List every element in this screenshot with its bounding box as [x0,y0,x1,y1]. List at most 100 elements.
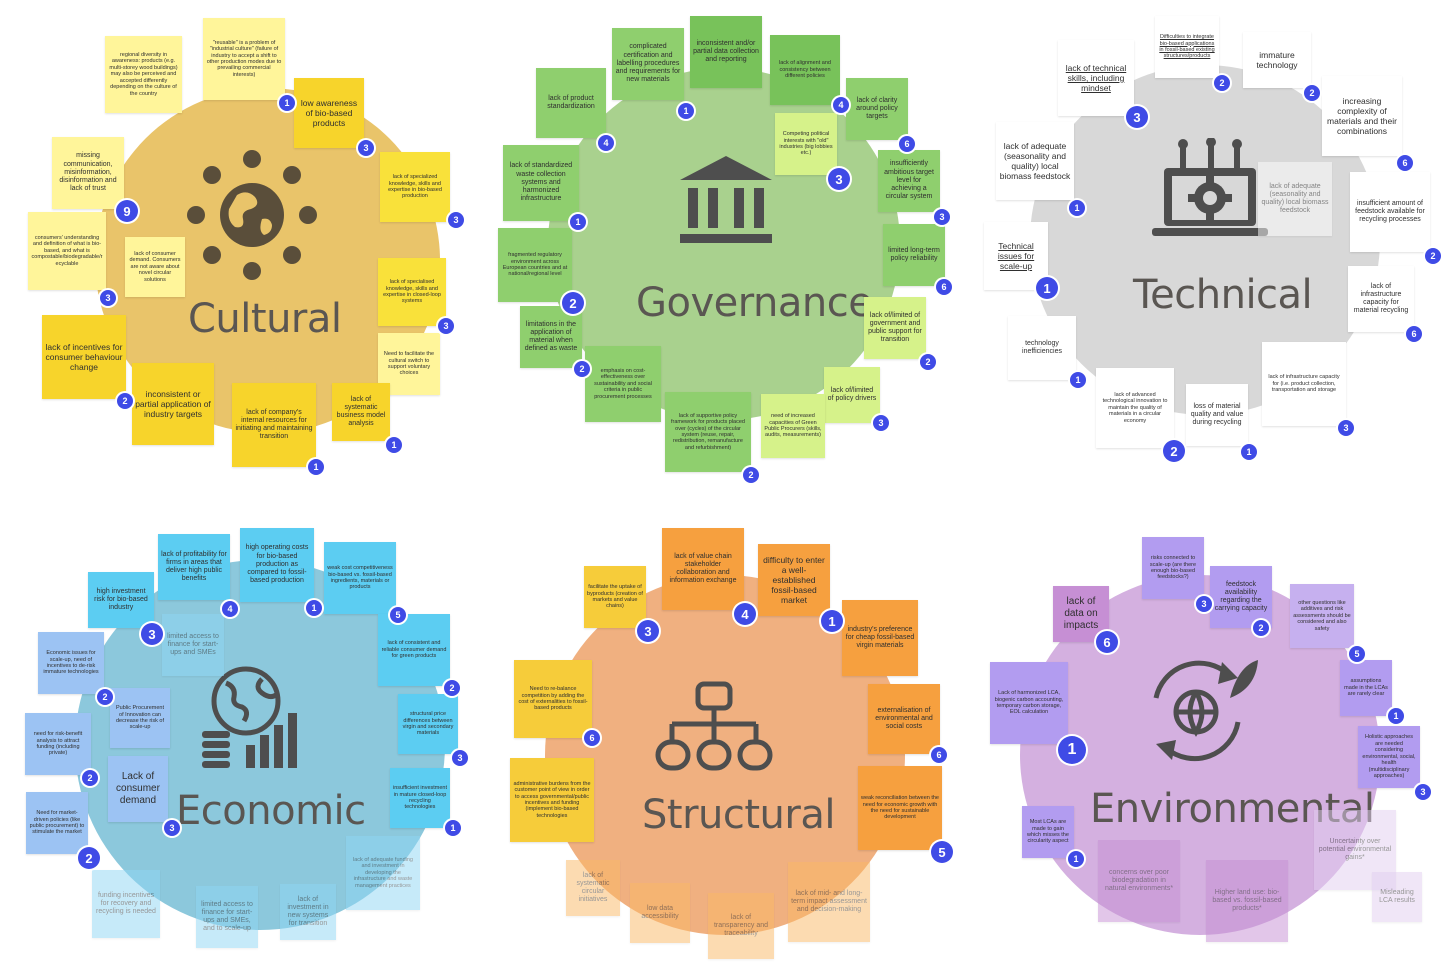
sticky-note[interactable]: inconsistent or partial application of i… [132,363,214,445]
sticky-note[interactable]: lack of adequate (seasonality and qualit… [1258,162,1332,236]
count-badge: 1 [1070,372,1086,388]
laptop-gear-icon [1150,137,1270,248]
sticky-note[interactable]: lack of product standardization [536,68,606,138]
sticky-note[interactable]: administrative burdens from the customer… [510,758,594,842]
sticky-note[interactable]: lack of incentives for consumer behaviou… [42,315,126,399]
sticky-note[interactable]: complicated certification and labelling … [612,28,684,100]
count-badge: 1 [1241,444,1257,460]
sticky-note[interactable]: lack of standardized waste collection sy… [503,145,579,221]
sticky-note[interactable]: lack of infrastructure capacity for mate… [1348,266,1414,332]
sticky-note[interactable]: lack of/limited of policy drivers [824,367,880,423]
sticky-note[interactable]: limited long-term policy reliability [883,224,945,286]
sticky-note[interactable]: technology inefficiencies [1008,316,1076,380]
sticky-note[interactable]: Lack of harmonized LCA, biogenic carbon … [990,662,1068,744]
sticky-note[interactable]: lack of specialized knowledge, skills an… [380,152,450,222]
sticky-note[interactable]: Need to re-balance competition by adding… [514,660,592,738]
sticky-note[interactable]: loss of material quality and value durin… [1186,384,1248,446]
sticky-note[interactable]: low data accessibility [630,883,690,943]
sticky-note[interactable]: limited access to finance for start-ups … [162,614,224,676]
sticky-note[interactable]: lack of alignment and consistency betwee… [770,35,840,105]
sticky-note[interactable]: lack of/limited of government and public… [864,297,926,359]
sticky-note[interactable]: other questions like additives and risk … [1290,584,1354,648]
cultural-title: Cultural [188,296,342,342]
sticky-note[interactable]: high operating costs for bio-based produ… [240,528,314,602]
sticky-note[interactable]: consumers' understanding and definition … [28,212,106,290]
count-badge: 3 [141,623,163,645]
count-badge: 1 [1036,277,1058,299]
sticky-note[interactable]: low awareness of bio-based products [294,78,364,148]
sticky-note[interactable]: Need for market-driven policies (like pu… [26,792,88,854]
sticky-note[interactable]: externalisation of environmental and soc… [868,684,940,754]
sticky-note[interactable]: Difficulties to integrate bio-based appl… [1155,16,1219,78]
count-badge: 3 [1196,596,1212,612]
sticky-note[interactable]: Higher land use: bio-based vs. fossil-ba… [1206,860,1288,942]
sticky-note[interactable]: emphasis on cost-effectiveness over sust… [585,346,661,422]
sticky-note[interactable]: insufficient amount of feedstock availab… [1350,172,1430,252]
sticky-note[interactable]: difficulty to enter a well-established f… [758,544,830,616]
sticky-note[interactable]: Holistic approaches are needed consideri… [1358,726,1420,788]
structural-title: Structural [642,792,835,838]
sticky-note[interactable]: assumptions made in the LCAs are rarely … [1340,660,1392,716]
sticky-note[interactable]: facilitate the uptake of byproducts (cre… [584,566,646,628]
sticky-note[interactable]: Lack of consumer demand [108,756,168,822]
count-badge: 6 [584,730,600,746]
sticky-note[interactable]: "reusable" is a problem of "industrial c… [203,18,285,100]
sticky-note[interactable]: lack of mid- and long-term impact assess… [788,862,870,942]
sticky-note[interactable]: weak reconciliation between the need for… [858,766,942,850]
count-badge: 1 [678,103,694,119]
sticky-note[interactable]: need of increased capacities of Green Pu… [761,394,825,458]
sticky-note[interactable]: lack of consistent and reliable consumer… [378,614,450,686]
sticky-note[interactable]: lack of transparency and traceability [708,893,774,959]
sticky-note[interactable]: Public Procurement of Innovation can dec… [110,688,170,748]
sticky-note[interactable]: risks connected to scale-up (are there e… [1142,537,1204,599]
sticky-note[interactable]: structural price differences between vir… [398,694,458,754]
sticky-note[interactable]: inconsistent and/or partial data collect… [690,16,762,88]
sticky-note[interactable]: funding incentives for recovery and recy… [92,870,160,938]
count-badge: 2 [97,689,113,705]
sticky-note[interactable]: lack of infrastructure capacity for (i.e… [1262,342,1346,426]
sticky-note[interactable]: lack of clarity around policy targets [846,78,908,140]
sticky-note[interactable]: industry's preference for cheap fossil-b… [842,600,918,676]
count-badge: 3 [452,750,468,766]
sticky-note[interactable]: lack of supportive policy framework for … [665,392,751,472]
sticky-note[interactable]: lack of profitability for firms in areas… [158,534,230,600]
sticky-note[interactable]: Most LCAs are made to gain which misses … [1022,806,1074,858]
sticky-note[interactable]: lack of systematic business model analys… [332,383,390,441]
sticky-note[interactable]: concerns over poor biodegradation in nat… [1098,840,1180,922]
sticky-note[interactable]: Uncertainty over potential environmental… [1314,810,1396,890]
sticky-note[interactable]: insufficiently ambitious target level fo… [878,150,940,212]
sticky-note[interactable]: feedstock availability regarding the car… [1210,566,1272,628]
sticky-note[interactable]: regional diversity in awareness: product… [105,36,182,113]
sticky-note[interactable]: limited access to finance for start-ups … [196,886,258,948]
count-badge: 1 [306,600,322,616]
sticky-note[interactable]: increasing complexity of materials and t… [1322,76,1402,156]
sticky-note[interactable]: lack of systematic circular initiatives [566,860,620,916]
sticky-note[interactable]: lack of investment in new systems for tr… [280,884,336,940]
count-badge: 3 [828,168,850,190]
sticky-note[interactable]: Misleading LCA results [1372,872,1422,922]
sticky-note[interactable]: lack of adequate (seasonality and qualit… [996,122,1074,200]
sticky-note[interactable]: insufficient investment in mature closed… [390,768,450,828]
sticky-note[interactable]: lack of adequate funding and investment … [346,836,420,910]
sticky-note[interactable]: lack of specialised knowledge, skills an… [378,258,446,326]
sticky-note[interactable]: need for risk-benefit analysis to attrac… [25,713,91,775]
sticky-note[interactable]: limitations in the application of materi… [520,306,582,368]
sticky-note[interactable]: lack of advanced technological innovatio… [1096,368,1174,448]
count-badge: 1 [570,214,586,230]
sticky-note[interactable]: immature technology [1243,32,1311,88]
count-badge: 4 [222,601,238,617]
sticky-note[interactable]: lack of technical skills, including mind… [1058,40,1134,116]
sticky-note[interactable]: weak cost competitiveness bio-based vs. … [324,542,396,614]
sticky-note[interactable]: Competing political interests with "old"… [775,113,837,175]
sticky-note[interactable]: missing communication, misinformation, d… [52,137,124,209]
sticky-note[interactable]: fragmented regulatory environment across… [498,228,572,302]
sticky-note[interactable]: high investment risk for bio-based indus… [88,572,154,628]
sticky-note[interactable]: Technical issues for scale-up [984,222,1048,290]
sticky-note[interactable]: Economic issues for scale-up, need of in… [38,632,104,694]
sticky-note[interactable]: lack of consumer demand. Consumers are n… [125,237,185,297]
sticky-note[interactable]: lack of value chain stakeholder collabor… [662,528,744,610]
governance-title: Governance [636,280,873,326]
count-badge: 1 [386,437,402,453]
sticky-note[interactable]: lack of company's internal resources for… [232,383,316,467]
